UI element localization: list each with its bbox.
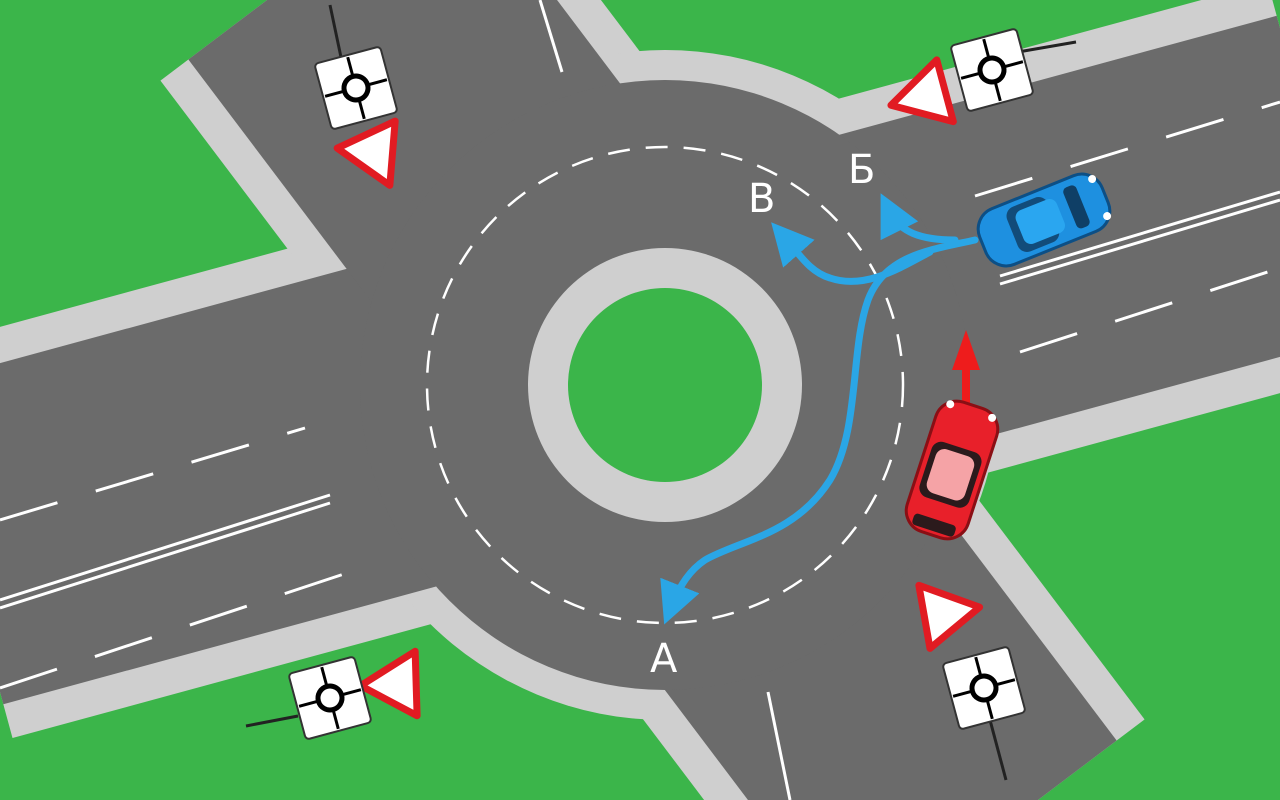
route-arrows xyxy=(660,193,979,625)
roundabout-sign-icon xyxy=(942,646,1026,730)
blue-car xyxy=(976,172,1112,268)
yield-sign-icon xyxy=(915,581,984,652)
route-arrow-b xyxy=(880,193,959,244)
red-direction-arrow xyxy=(952,330,980,438)
route-label-v: В xyxy=(748,176,775,222)
red-car xyxy=(904,399,1000,541)
route-label-a: А xyxy=(650,636,678,682)
roundabout-sign-post xyxy=(245,4,1077,781)
yield-sign-icon xyxy=(333,117,399,189)
ring-lane-marking xyxy=(425,145,905,625)
yield-sign-icon xyxy=(887,56,957,126)
roundabout-sign-icon xyxy=(288,656,372,740)
yield-sign-icon xyxy=(357,647,421,720)
roundabout-sign-icon xyxy=(314,46,398,130)
route-arrow-v xyxy=(771,222,934,285)
route-label-b: Б xyxy=(848,147,875,193)
central-island xyxy=(568,288,762,482)
roundabout-sign-icon xyxy=(950,28,1034,112)
